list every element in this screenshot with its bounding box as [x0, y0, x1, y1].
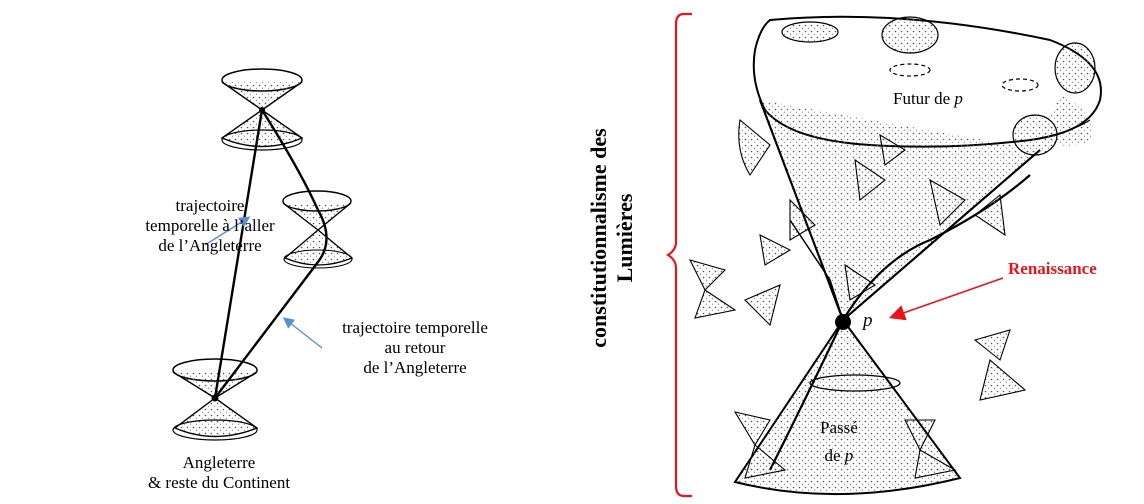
label-aller: trajectoire temporelle à l’aller de l’An…	[125, 196, 295, 256]
point-p-label: p	[863, 310, 873, 332]
arrow-retour	[285, 319, 322, 348]
future-label: Futur de p	[893, 89, 963, 109]
top-cone-pair	[222, 69, 302, 150]
label-retour: trajectoire temporelle au retour de l’An…	[330, 318, 500, 378]
renaissance-arrow	[892, 278, 1003, 317]
vertical-title: constitutionnalisme des Lumières	[586, 128, 638, 347]
brace	[668, 14, 692, 496]
renaissance-label: Renaissance	[1008, 259, 1097, 279]
point-p	[835, 314, 851, 330]
bottom-cone-pair	[173, 359, 257, 440]
past-label: Passé de p	[820, 418, 858, 466]
label-base: Angleterre & reste du Continent	[134, 453, 304, 493]
